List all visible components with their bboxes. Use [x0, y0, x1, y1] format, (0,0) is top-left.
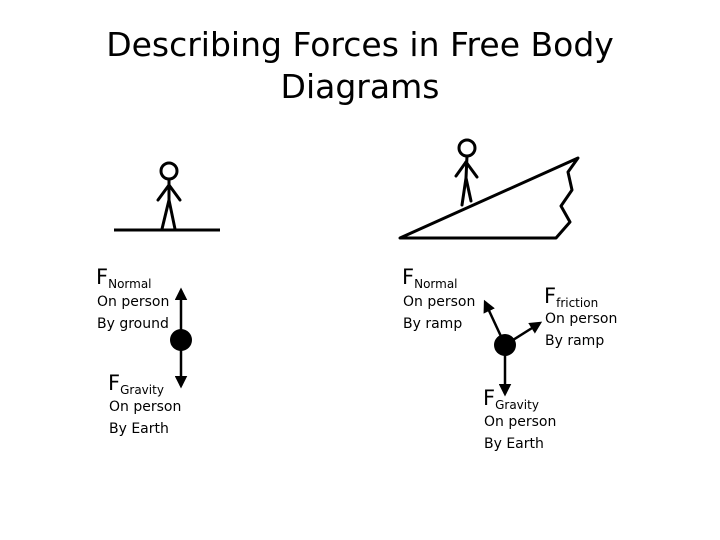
gravity-force-by-label-ramp: By Earth [484, 436, 544, 452]
title-line-1: Describing Forces in Free Body [106, 25, 614, 64]
gravity-force-on-label-ramp: On person [484, 414, 557, 430]
normal-force-by-label-ramp: By ramp [403, 316, 463, 332]
title-line-2: Diagrams [280, 67, 440, 106]
stick-figure-ramp [454, 138, 479, 207]
ramp [398, 156, 580, 240]
person-point-mass [170, 329, 192, 351]
friction-force-label: Ffriction [544, 284, 599, 310]
stick-figure-flat [156, 161, 182, 231]
friction-force-on-label: On person [545, 311, 618, 327]
normal-force-label: FNormal [96, 265, 152, 291]
slide-title: Describing Forces in Free Body Diagrams [0, 24, 720, 108]
normal-force-by-label: By ground [97, 316, 169, 332]
person-point-mass-ramp [494, 334, 516, 356]
gravity-force-label: FGravity [108, 371, 164, 397]
normal-force-on-label-ramp: On person [403, 294, 476, 310]
fbd-ramp [483, 299, 543, 397]
gravity-force-by-label: By Earth [109, 421, 169, 437]
gravity-force-label-ramp: FGravity [483, 386, 539, 412]
normal-force-label-ramp: FNormal [402, 265, 458, 291]
friction-force-by-label: By ramp [545, 333, 605, 349]
gravity-force-on-label: On person [109, 399, 182, 415]
normal-force-on-label: On person [97, 294, 170, 310]
fbd-flat [170, 287, 192, 389]
